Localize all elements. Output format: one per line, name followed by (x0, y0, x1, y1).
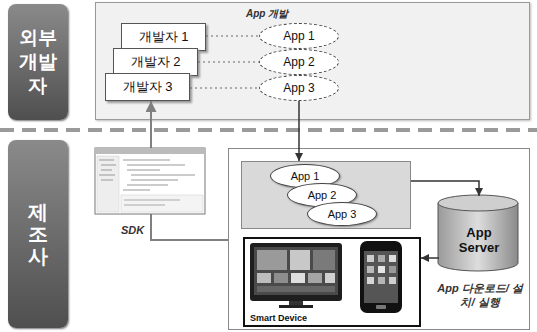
tv-frame (250, 243, 342, 301)
phone-illustration (360, 241, 402, 313)
cylinder-top (438, 195, 518, 211)
phone-button (376, 305, 386, 309)
cylinder-body (438, 203, 518, 271)
connector (190, 88, 259, 89)
group-panel: 개발자 1 개발자 2 개발자 3 App 1 App 2 App 3 App 개발 (95, 2, 530, 120)
app-ellipse: App 3 (259, 75, 339, 101)
app-label: App 2 (308, 189, 337, 201)
tv-tile (313, 250, 335, 270)
app-label: App 1 (291, 170, 320, 182)
group-band: 제조사 (8, 140, 68, 328)
tv-tile (325, 273, 335, 283)
server-label: App Server (451, 226, 507, 256)
developer-box: 개발자 3 (105, 73, 190, 101)
app-label: App 3 (328, 208, 357, 220)
group-label: 외부개발자 (18, 26, 58, 97)
server-node: App Server (439, 196, 519, 272)
phone-icon (389, 277, 396, 284)
connector (298, 101, 300, 161)
tv-stand (289, 301, 303, 305)
tv-tile (308, 273, 322, 283)
phone-body (360, 241, 402, 313)
separator-line (0, 128, 537, 132)
phone-icon (367, 255, 374, 262)
tv-stand (279, 305, 313, 308)
app-store-box: App 1 App 2 App 3 (241, 161, 411, 229)
app-ellipse: App 3 (307, 202, 377, 226)
phone-icon (378, 255, 385, 262)
app-label: App 2 (283, 55, 314, 69)
connector (421, 257, 439, 259)
app-label: App 3 (283, 81, 314, 95)
tv-tile (290, 250, 310, 270)
phone-icon (389, 255, 396, 262)
phone-icon (378, 266, 385, 273)
app-ellipse: App 1 (259, 23, 339, 49)
window-titlebar (95, 148, 205, 154)
console-line (124, 205, 165, 206)
phone-icon (378, 277, 385, 284)
group-band: 외부개발자 (8, 4, 68, 120)
tv-screen (254, 247, 338, 295)
window-sidebar (97, 156, 119, 212)
phone-icon (389, 266, 396, 273)
sdk-screenshot (95, 148, 205, 214)
tv-tile (274, 273, 288, 283)
console-line (124, 200, 180, 201)
developer-box: 개발자 2 (113, 48, 198, 76)
code-lines (99, 160, 195, 190)
app-ellipse: App 2 (259, 49, 339, 75)
tv-tile (257, 250, 287, 270)
phone-icon (367, 277, 374, 284)
developer-label: 개발자 2 (131, 53, 181, 71)
connector (411, 181, 479, 196)
window-frame (95, 148, 205, 214)
developer-box: 개발자 1 (121, 23, 206, 51)
tv-tile (291, 273, 305, 283)
tv-tile (257, 286, 335, 292)
annotation-label: App 다운로드/ 설치/ 실행 (436, 281, 524, 310)
group-label: 제조사 (28, 201, 49, 267)
tv-tile (257, 273, 271, 283)
device-box: Smart Device (243, 237, 421, 327)
tv-illustration (250, 243, 342, 308)
connector (198, 62, 259, 63)
console-pane (121, 195, 203, 212)
developer-label: 개발자 3 (123, 78, 173, 96)
connector (206, 36, 259, 37)
phone-icon (367, 266, 374, 273)
connector (151, 101, 228, 240)
panel-title: App 개발 (246, 7, 288, 21)
phone-screen (364, 251, 398, 303)
developer-label: 개발자 1 (139, 28, 189, 46)
app-label: App 1 (283, 29, 314, 43)
device-label: Smart Device (250, 313, 307, 323)
server-cylinder (438, 195, 518, 271)
connector-label: SDK (120, 224, 145, 236)
